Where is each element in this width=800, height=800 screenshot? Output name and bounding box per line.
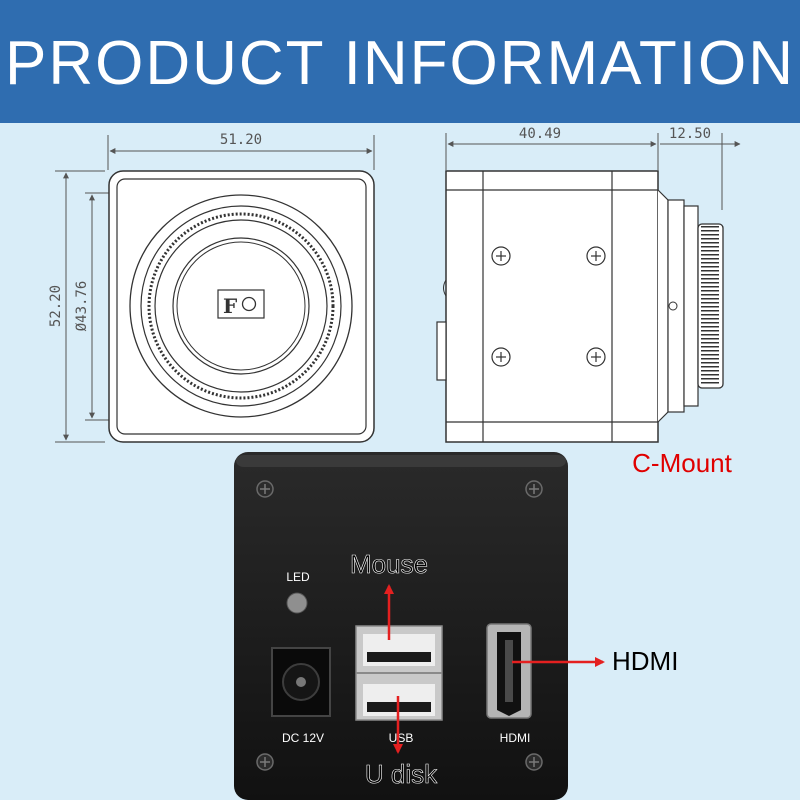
udisk-label: U disk [365, 759, 438, 789]
hdmi-port [486, 623, 532, 719]
dc-label: DC 12V [282, 731, 324, 745]
hdmi-label: HDMI [612, 646, 678, 676]
usb-label: USB [389, 731, 414, 745]
camera-rear-panel: LED DC 12V USB HDMI [234, 452, 568, 800]
lens-logo: F [217, 289, 265, 319]
front-width-label: 51.20 [220, 132, 262, 148]
side-depth-label: 40.49 [519, 126, 561, 142]
svg-text:F: F [223, 294, 237, 318]
hdmi-port-label: HDMI [500, 731, 531, 745]
header-banner [0, 0, 800, 123]
side-view-drawing: 40.49 12.50 [436, 126, 741, 443]
lens-diameter-label: Ø43.76 [74, 281, 90, 332]
c-mount-label: C-Mount [632, 448, 732, 478]
mount-depth-label: 12.50 [669, 126, 711, 142]
led-label: LED [286, 570, 310, 584]
front-height-label: 52.20 [48, 285, 64, 327]
front-view-drawing: 51.20 52.20 Ø43.76 F [48, 132, 375, 443]
mouse-label: Mouse [350, 549, 428, 579]
led-indicator [286, 592, 308, 614]
dc-power-jack [271, 647, 331, 717]
page-title: PRODUCT INFORMATION [4, 29, 796, 98]
